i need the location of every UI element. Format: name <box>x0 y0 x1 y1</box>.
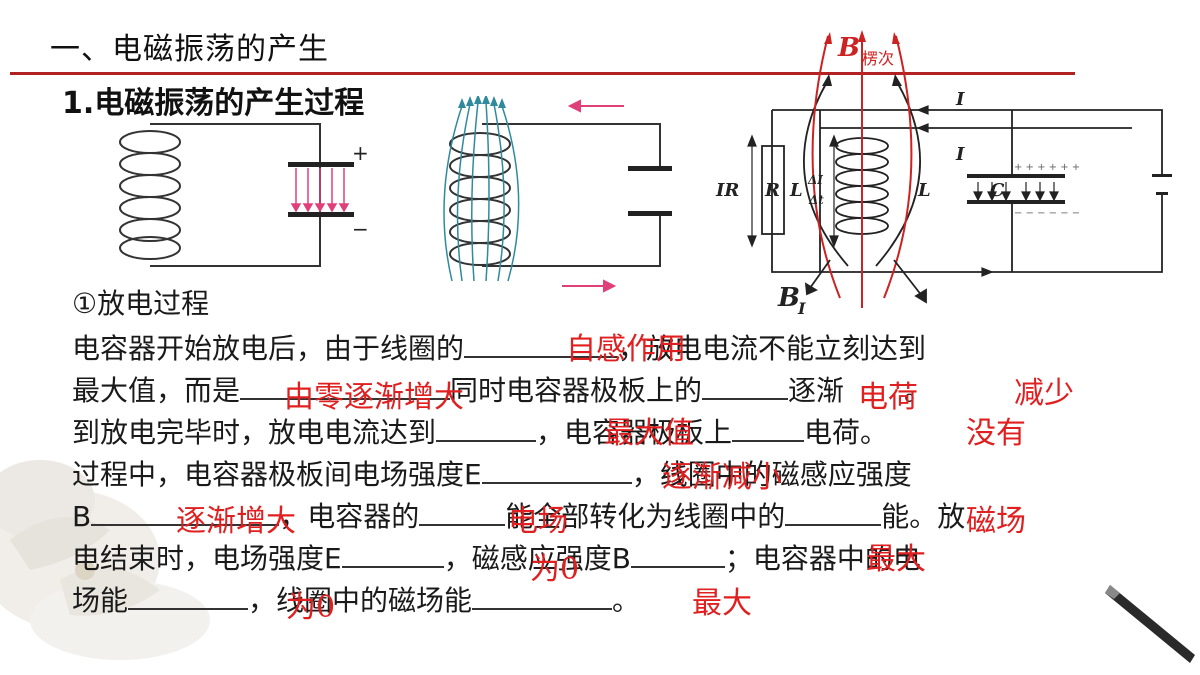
text-line-5: B ，电容器的 能全部转化为线圈中的 能。放 <box>72 496 965 537</box>
text-line-2: 最大值，而是 同时电容器极板上的 逐渐 。 <box>72 370 932 411</box>
answer-5: 最大值 <box>604 416 694 451</box>
blank <box>732 412 805 442</box>
answer-13: 为0 <box>286 590 336 625</box>
title-divider <box>10 72 1075 75</box>
text-segment: 电容器开始放电后，由于线圈的 <box>72 332 465 365</box>
plus-charges: + + + + + + <box>1014 162 1080 173</box>
text-segment: ，线圈中的磁场能 <box>248 584 473 617</box>
blank <box>240 370 451 400</box>
blank <box>785 496 882 526</box>
answer-3: 电荷 <box>858 380 918 415</box>
text-segment: 逐渐 <box>788 374 845 407</box>
blank <box>436 412 537 442</box>
text-segment: B <box>72 500 92 533</box>
blank <box>419 496 506 526</box>
answer-7: 逐渐减小 <box>662 460 782 495</box>
text-segment: 过程中，电容器极板间电场强度E <box>72 458 482 491</box>
blank <box>128 580 249 610</box>
text-segment: 电结束时，电场强度E <box>72 542 342 575</box>
ir-label: IR <box>715 180 739 201</box>
inductor-label-right: L <box>917 180 931 201</box>
sub-title: 1.电磁振荡的产生过程 <box>62 86 365 121</box>
answer-11: 为0 <box>530 552 580 587</box>
answer-1: 自感作用 <box>566 332 686 367</box>
text-segment: 能。放 <box>881 500 966 533</box>
discharge-heading: ①放电过程 <box>72 287 210 320</box>
text-segment: ，磁感应强度B <box>443 542 631 575</box>
text-segment: 。 <box>904 374 933 407</box>
delta-i-label: ΔI <box>807 173 823 187</box>
blank <box>630 538 725 568</box>
b-i-subscript: I <box>797 299 806 318</box>
blank <box>472 580 613 610</box>
blank <box>481 454 632 484</box>
answer-2: 由零逐渐增大 <box>284 380 464 415</box>
current-label-mid: I <box>955 144 965 165</box>
text-segment: ，放电电流不能立刻达到 <box>618 332 927 365</box>
current-label-top: I <box>955 89 965 110</box>
text-segment: 到放电完毕时，放电电流达到 <box>72 416 437 449</box>
answer-6: 没有 <box>966 416 1026 451</box>
text-segment: ，电容器极板上 <box>536 416 733 449</box>
minus-charges: − − − − − − <box>1014 208 1080 219</box>
text-segment: ；电容器中的电 <box>724 542 921 575</box>
text-line-3: 到放电完毕时，放电电流达到 ，电容器极板上 电荷。 <box>72 412 888 453</box>
text-line-6: 电结束时，电场强度E ，磁感应强度B ；电容器中的电 <box>72 538 921 579</box>
minus-sign: − <box>352 217 369 241</box>
text-segment: 电荷。 <box>804 416 889 449</box>
rlc-circuit-figure: B 楞次 B I I I IR R L ΔI Δt L C + + + + + … <box>715 30 1172 318</box>
text-segment: 同时电容器极板上的 <box>450 374 703 407</box>
b-lenz-label: B <box>837 33 860 63</box>
text-segment: 最大值，而是 <box>72 374 241 407</box>
inductor-label-left: L <box>789 180 803 201</box>
text-line-4: 过程中，电容器极板间电场强度E ，线圈中的磁感应强度 <box>72 454 912 495</box>
circuit-figure-field <box>443 96 672 293</box>
text-line-1: 电容器开始放电后，由于线圈的 ，放电电流不能立刻达到 <box>72 328 926 369</box>
b-i-label: B <box>777 283 800 313</box>
text-segment: 场能 <box>72 584 129 617</box>
delta-t-label: Δt <box>808 193 824 207</box>
text-line-7: 场能 ，线圈中的磁场能 。 <box>72 580 640 621</box>
text-segment: ，线圈中的磁感应强度 <box>631 458 912 491</box>
text-segment: 。 <box>612 584 641 617</box>
resistor-label: R <box>764 180 780 201</box>
blank <box>464 328 619 358</box>
blank <box>702 370 789 400</box>
answer-4: 减少 <box>1014 376 1074 411</box>
blank <box>341 538 444 568</box>
answer-9: 电场 <box>508 504 568 539</box>
circuit-figure-charged: + − <box>119 123 369 267</box>
answer-12: 最大 <box>866 542 926 577</box>
brush-decoration <box>1105 585 1195 663</box>
answer-10: 磁场 <box>966 504 1026 539</box>
b-lenz-subscript: 楞次 <box>862 49 894 68</box>
answer-14: 最大 <box>692 586 752 621</box>
text-segment: 能全部转化为线圈中的 <box>505 500 786 533</box>
text-segment: ，电容器的 <box>279 500 420 533</box>
capacitor-label: C <box>990 180 1005 201</box>
plus-sign: + <box>352 141 369 165</box>
blank <box>91 496 280 526</box>
answer-8: 逐渐增大 <box>176 504 296 539</box>
section-title: 一、电磁振荡的产生 <box>50 32 329 67</box>
